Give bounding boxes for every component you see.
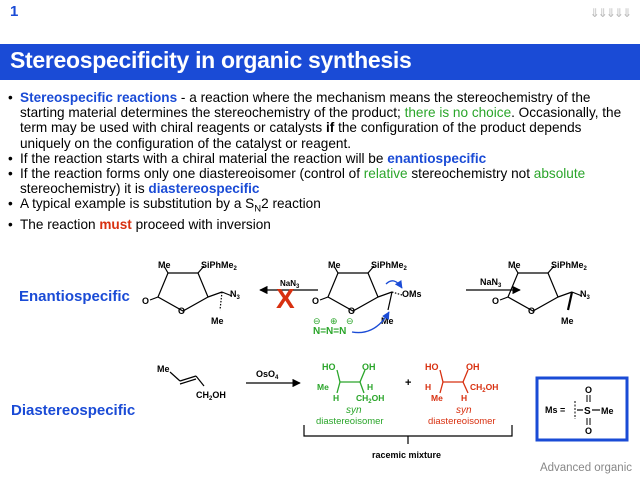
oso4-label: OsO4 — [256, 369, 279, 381]
ho-label: HO — [322, 362, 336, 372]
footer-text: Advanced organic — [539, 462, 632, 474]
me-label: Me — [381, 316, 394, 326]
n3-label: N3 — [580, 289, 591, 301]
curly-arrow-leaving — [385, 279, 403, 289]
if-text: if — [326, 120, 335, 136]
no-choice-text: there is no choice — [404, 105, 512, 121]
cross-icon: X — [276, 283, 295, 314]
bullet-text: the configuration of the product depends… — [20, 120, 582, 151]
subscript-n: N — [254, 204, 262, 216]
carbonyl-o: O — [142, 296, 149, 306]
oh-label: OH — [362, 362, 376, 372]
diastereoisomer-label: diastereoisomer — [316, 416, 384, 427]
bullet-text: A typical example is substitution by a S — [20, 196, 255, 212]
bullet-text: If the reaction starts with a chiral mat… — [20, 150, 388, 166]
molecule-left-product: Me SiPhMe2 O O N3 Me — [142, 260, 241, 326]
molecule-right-product: Me SiPhMe2 O O N3 Me — [492, 260, 591, 326]
plus-sign: + — [405, 377, 411, 389]
ring-o: O — [348, 306, 355, 316]
title-bar: Stereospecificity in organic synthesis — [0, 44, 640, 80]
sipme2-label: SiPhMe2 — [371, 260, 408, 272]
bullet-diastereospecific: •If the reaction forms only one diastere… — [8, 166, 586, 197]
s-label: S — [584, 406, 591, 417]
term-diastereospecific: diastereospecific — [148, 181, 260, 197]
me-label: Me — [211, 316, 224, 326]
oms-label: OMs — [402, 289, 422, 299]
syn-label: syn — [346, 405, 362, 416]
absolute-text: absolute — [533, 166, 586, 182]
curly-arrow-attack — [351, 311, 390, 334]
h-label: H — [333, 393, 339, 403]
ho-label: HO — [425, 362, 439, 372]
me-label: Me — [317, 382, 329, 392]
carbonyl-o: O — [312, 296, 319, 306]
bullet-text: stereochemistry not — [407, 166, 534, 182]
term-stereospecific: Stereospecific reactions — [20, 90, 178, 105]
h-label: H — [425, 382, 431, 392]
charge-neg: ⊖ — [313, 316, 321, 326]
racemic-label: racemic mixture — [372, 450, 441, 460]
me-label: Me — [508, 260, 521, 270]
molecule-middle-mesylate: Me SiPhMe2 O O OMs Me ⊖ ⊕ ⊖ N=N=N — [312, 260, 422, 337]
h-label: H — [461, 393, 467, 403]
n3-label: N3 — [230, 289, 241, 301]
bullet-stereospecific: •Stereospecific reactions - a reaction w… — [8, 90, 622, 151]
nav-down-arrows-icon[interactable]: ⇓⇓⇓⇓⇓ — [589, 6, 632, 20]
syn-diol-red: HO OH H CH2OH Me H — [425, 362, 498, 403]
ch2oh-label: CH2OH — [356, 393, 384, 405]
carbonyl-o: O — [492, 296, 499, 306]
bullet-text: stereochemistry) it is — [20, 181, 149, 197]
nan3-label: NaN3 — [480, 277, 502, 289]
o-label: O — [585, 426, 592, 436]
bullet-text: - a reaction where the mechanism means t… — [20, 90, 591, 121]
oh-label: OH — [466, 362, 480, 372]
syn-diol-green: HO OH Me H H CH2OH — [317, 362, 384, 405]
molecule-alkene: Me CH2OH — [157, 364, 226, 402]
bullet-text: proceed with inversion — [131, 217, 271, 233]
bullet-sn2: •A typical example is substitution by a … — [8, 196, 321, 216]
me-label: Me — [328, 260, 341, 270]
ch2oh-label: CH2OH — [196, 390, 226, 402]
ch2oh-label: CH2OH — [470, 382, 498, 394]
me-label: Me — [561, 316, 574, 326]
page-title: Stereospecificity in organic synthesis — [10, 47, 412, 73]
slide-number: 1 — [10, 3, 19, 20]
me-label: Me — [601, 406, 614, 416]
diastereoisomer-label: diastereoisomer — [428, 416, 496, 427]
bullet-text: . Occasionally, the term may be used wit… — [20, 105, 622, 136]
ring-o: O — [528, 306, 535, 316]
bullet-enantiospecific: •If the reaction starts with a chiral ma… — [8, 150, 487, 166]
bullet-list: •Stereospecific reactions - a reaction w… — [6, 90, 634, 233]
charge-pos: ⊕ — [330, 316, 338, 326]
azide-label: N=N=N — [313, 326, 346, 337]
relative-text: relative — [363, 166, 408, 182]
must-text: must — [99, 217, 132, 233]
charge-neg: ⊖ — [346, 316, 354, 326]
me-label: Me — [158, 260, 171, 270]
enantiospecific-label: Enantiospecific — [19, 288, 130, 305]
o-label: O — [585, 385, 592, 395]
term-enantiospecific: enantiospecific — [387, 150, 487, 166]
sipme2-label: SiPhMe2 — [201, 260, 238, 272]
h-label: H — [367, 382, 373, 392]
ms-definition-box: Ms = S Me O O — [535, 376, 629, 442]
struck-nan3-label: NaN3 — [280, 279, 300, 290]
ring-o: O — [178, 306, 185, 316]
bullet-text: If the reaction forms only one diastereo… — [20, 166, 364, 182]
bullet-text: The reaction — [20, 217, 100, 233]
me-label: Me — [157, 364, 170, 374]
me-label: Me — [431, 393, 443, 403]
bullet-inversion: •The reaction must proceed with inversio… — [8, 217, 271, 233]
bullet-text: 2 reaction — [261, 196, 321, 212]
syn-label: syn — [456, 405, 472, 416]
ms-equals: Ms = — [545, 405, 565, 415]
diastereospecific-label: Diastereospecific — [11, 402, 136, 419]
sipme2-label: SiPhMe2 — [551, 260, 588, 272]
